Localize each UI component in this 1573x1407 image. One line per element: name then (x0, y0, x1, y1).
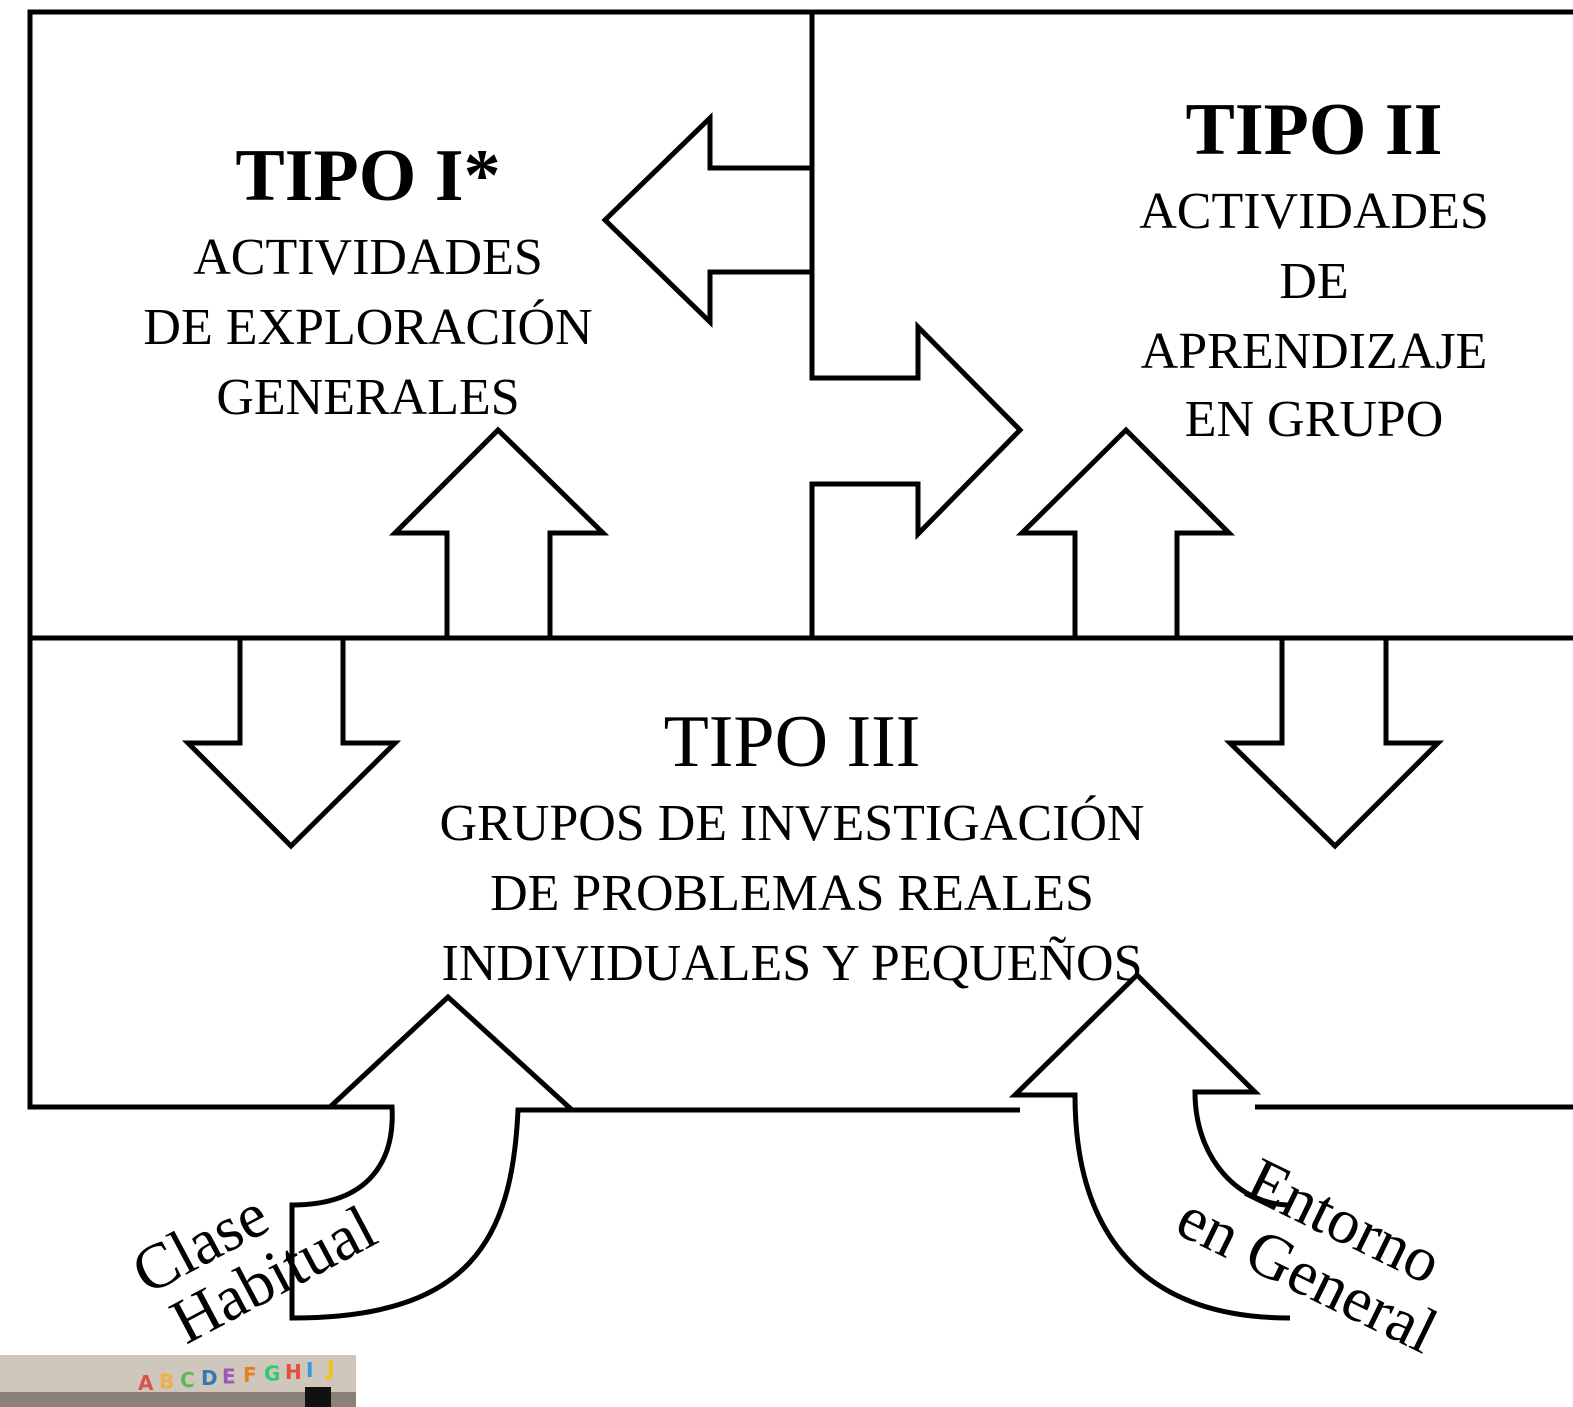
thumbnail-dark-object (305, 1387, 331, 1407)
tipo3-title: TIPO III (664, 701, 921, 783)
outer-border (27, 9, 1573, 1110)
thumbnail-wall-shadow (0, 1392, 356, 1407)
tipo1-line-2: DE EXPLORACIÓN (143, 298, 592, 356)
thumbnail-letter: B (159, 1369, 174, 1393)
arrow-left-to-tipo1 (601, 112, 815, 328)
tipo2-title: TIPO II (1185, 89, 1442, 171)
arrow-tipo1-tipo2 (601, 112, 1024, 638)
thumbnail-letter: C (180, 1368, 195, 1392)
arrow-entorno-general (1008, 971, 1291, 1321)
arrow-down-to-tipo3-left (181, 635, 402, 850)
arrow-down-to-tipo3-right (1223, 635, 1445, 850)
thumbnail-letter: I (306, 1358, 313, 1382)
thumbnail-letter: H (285, 1360, 302, 1384)
divider-vertical-top (710, 12, 815, 171)
tipo1-title: TIPO I* (235, 135, 500, 217)
tipo2-line-1: ACTIVIDADES (1139, 183, 1489, 240)
thumbnail-letter: D (201, 1366, 218, 1390)
thumbnail-letter: E (222, 1365, 236, 1389)
curved-arrow-left (289, 993, 579, 1321)
thumbnail-letter: F (243, 1363, 257, 1387)
thumbnail-letter: A (138, 1371, 154, 1395)
arrow-up-to-tipo2 (1015, 426, 1236, 641)
arrow-tipo2-tipo3 (1015, 426, 1445, 850)
curved-arrow-right (1008, 971, 1291, 1321)
arrow-clase-habitual (289, 993, 579, 1321)
tipo2-block: TIPO II ACTIVIDADES DE APRENDIZAJE EN GR… (1139, 89, 1489, 448)
tipo2-line-3: APRENDIZAJE (1141, 323, 1488, 380)
tipo1-line-1: ACTIVIDADES (193, 229, 543, 286)
tipo3-line-1: GRUPOS DE INVESTIGACIÓN (440, 794, 1145, 852)
arrow-tipo1-tipo3 (181, 426, 610, 850)
thumbnail-letter: G (264, 1361, 280, 1385)
tipo1-block: TIPO I* ACTIVIDADES DE EXPLORACIÓN GENER… (143, 135, 592, 426)
thumbnail-letter: J (325, 1357, 334, 1381)
arrow-up-to-tipo1 (388, 426, 610, 641)
tipo3-block: TIPO III GRUPOS DE INVESTIGACIÓN DE PROB… (440, 701, 1145, 992)
tipo1-line-3: GENERALES (216, 369, 519, 426)
tipo3-line-3: INDIVIDUALES Y PEQUEÑOS (442, 935, 1143, 992)
tipo2-line-2: DE (1279, 253, 1348, 310)
tipo2-line-4: EN GRUPO (1185, 391, 1444, 448)
source-left: Clase Habitual (120, 1178, 387, 1357)
arrow-connector-top (809, 272, 1024, 638)
tipo3-line-2: DE PROBLEMAS REALES (490, 865, 1094, 922)
